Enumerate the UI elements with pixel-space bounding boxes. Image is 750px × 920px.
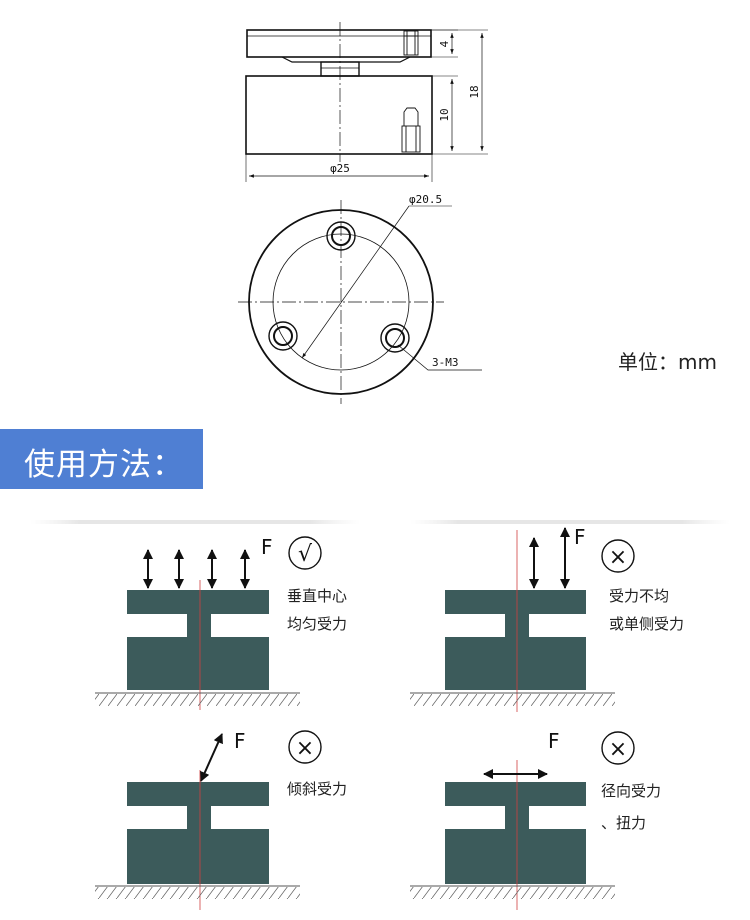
dim-body-height: 10 bbox=[438, 108, 451, 121]
top-view bbox=[238, 200, 482, 404]
cross-icon: × bbox=[296, 736, 314, 761]
dim-total-height: 18 bbox=[468, 85, 481, 98]
cross-badge: × bbox=[288, 730, 322, 764]
load-cell-block bbox=[127, 782, 269, 884]
body-block bbox=[245, 75, 433, 155]
thread-hole-right bbox=[380, 323, 410, 353]
force-arrow-inclined bbox=[200, 733, 223, 782]
top-plate bbox=[246, 29, 432, 58]
ground-hatch bbox=[410, 692, 615, 706]
force-label: F bbox=[234, 729, 246, 753]
unit-label: 单位：mm bbox=[618, 350, 717, 374]
load-cell-block bbox=[445, 782, 586, 884]
section-banner: 使用方法： bbox=[0, 429, 203, 489]
note-radial: 径向受力 、扭力 bbox=[601, 775, 661, 839]
panel-inclined-load: F × bbox=[95, 729, 322, 910]
top-screw bbox=[403, 30, 419, 56]
note-inclined: 倾斜受力 bbox=[287, 775, 347, 803]
ground-hatch bbox=[95, 885, 300, 899]
technical-drawing: 4 10 18 φ25 φ20.5 3-M3 bbox=[238, 22, 488, 404]
note-line: 、扭力 bbox=[601, 814, 647, 832]
cross-icon: × bbox=[609, 737, 627, 762]
note-uneven: 受力不均 或单侧受力 bbox=[609, 582, 684, 638]
dim-bolt-circle: φ20.5 bbox=[409, 193, 442, 206]
panel-uneven-load: F × bbox=[410, 525, 635, 712]
note-line: 倾斜受力 bbox=[287, 780, 348, 798]
ground-hatch bbox=[95, 692, 300, 706]
thread-hole-top bbox=[326, 221, 356, 251]
note-line: 受力不均 bbox=[609, 587, 670, 605]
cross-badge: × bbox=[601, 539, 635, 573]
force-arrows-uneven bbox=[529, 527, 570, 589]
note-line: 均匀受力 bbox=[287, 615, 348, 633]
force-label: F bbox=[574, 525, 586, 549]
ground-hatch bbox=[410, 885, 615, 899]
dim-thread: 3-M3 bbox=[432, 356, 459, 369]
force-label: F bbox=[548, 729, 560, 753]
force-arrows-vertical bbox=[143, 549, 250, 589]
side-view bbox=[245, 22, 488, 182]
load-cell-block bbox=[127, 590, 269, 690]
dim-outer-diameter: φ25 bbox=[330, 162, 350, 175]
note-vertical: 垂直中心 均匀受力 bbox=[287, 582, 347, 638]
check-icon: √ bbox=[298, 542, 313, 567]
dim-top-thickness: 4 bbox=[438, 40, 451, 47]
thread-hole-left bbox=[268, 321, 298, 351]
note-line: 垂直中心 bbox=[287, 587, 348, 605]
panel-radial-load: F × bbox=[410, 729, 635, 910]
cross-icon: × bbox=[609, 545, 627, 570]
cross-badge: × bbox=[601, 731, 635, 765]
note-line: 或单侧受力 bbox=[609, 615, 685, 633]
panel-vertical-load: F √ bbox=[95, 535, 322, 710]
section-title: 使用方法： bbox=[24, 447, 184, 483]
note-line: 径向受力 bbox=[601, 782, 662, 800]
check-badge: √ bbox=[288, 536, 322, 570]
body-thread-hole bbox=[401, 107, 421, 153]
load-cell-block bbox=[445, 590, 586, 690]
usage-diagrams: F √ F × bbox=[30, 520, 730, 910]
force-label: F bbox=[261, 535, 273, 559]
